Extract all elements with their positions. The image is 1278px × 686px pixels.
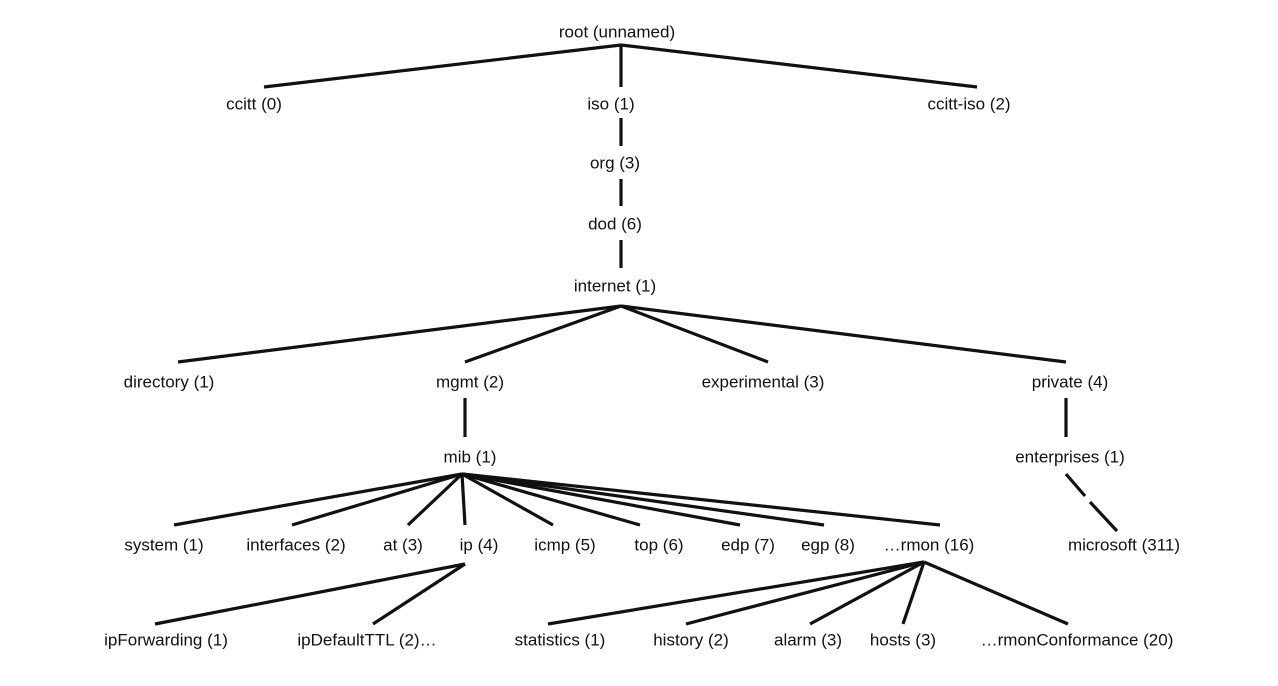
edge-rmon-hosts: [901, 561, 926, 625]
node-enterprises: enterprises (1): [1015, 447, 1125, 467]
edge-root-ccitt: [263, 43, 622, 89]
edge-mib-interfaces: [291, 472, 463, 527]
edge-internet-mgmt: [464, 304, 622, 364]
edge-rmon-statistics: [547, 560, 925, 626]
node-root: root (unnamed): [558, 22, 676, 42]
edge-mib-rmon: [461, 472, 941, 527]
node-interfaces: interfaces (2): [246, 535, 346, 555]
node-system: system (1): [124, 535, 204, 555]
edge-rmon-history: [685, 560, 925, 626]
edge-enterprises-microsoft-a: [1064, 472, 1087, 498]
node-dod: dod (6): [588, 214, 642, 234]
node-private: private (4): [1031, 372, 1109, 392]
node-microsoft: microsoft (311): [1067, 535, 1181, 555]
node-ccitt-iso: ccitt-iso (2): [927, 94, 1011, 114]
edge-internet-private: [620, 304, 1067, 364]
edge-ip-ipdefaultttl: [372, 562, 466, 626]
node-icmp: icmp (5): [534, 535, 596, 555]
node-internet: internet (1): [573, 276, 657, 296]
edge-mib-system: [173, 472, 463, 527]
edge-internet-directory: [177, 304, 622, 364]
node-rmon: …rmon (16): [883, 535, 975, 555]
edge-mib-edp: [461, 472, 741, 527]
node-ipdefaultttl: ipDefaultTTL (2)…: [297, 630, 437, 650]
edge-ip-ipforwarding: [154, 562, 466, 626]
node-history: history (2): [653, 630, 729, 650]
edge-internet-experimental: [620, 304, 769, 364]
edge-mib-egp: [461, 472, 825, 527]
node-egp: egp (8): [801, 535, 855, 555]
node-statistics: statistics (1): [514, 630, 606, 650]
edge-mib-icmp: [461, 472, 554, 527]
node-org: org (3): [589, 153, 641, 173]
node-hosts: hosts (3): [869, 630, 937, 650]
node-edp: edp (7): [721, 535, 775, 555]
edge-rmon-rmonconformance: [923, 560, 1069, 626]
edge-rmon-alarm: [809, 560, 925, 626]
node-ip: ip (4): [459, 535, 499, 555]
node-ccitt: ccitt (0): [226, 94, 282, 114]
node-at: at (3): [383, 535, 423, 555]
node-rmonconformance: …rmonConformance (20): [980, 630, 1174, 650]
node-alarm: alarm (3): [773, 630, 843, 650]
edge-enterprises-microsoft-b: [1088, 500, 1119, 533]
edge-mib-top: [461, 472, 641, 527]
node-top: top (6): [634, 535, 684, 555]
node-mgmt: mgmt (2): [436, 372, 504, 392]
node-mib: mib (1): [443, 447, 497, 467]
edge-mib-at: [406, 472, 464, 527]
node-experimental: experimental (3): [701, 372, 825, 392]
edge-root-ccitt-iso: [620, 43, 978, 89]
node-directory: directory (1): [123, 372, 215, 392]
node-iso: iso (1): [587, 94, 635, 114]
edge-mib-ip: [460, 473, 467, 526]
node-ipforwarding: ipForwarding (1): [104, 630, 228, 650]
